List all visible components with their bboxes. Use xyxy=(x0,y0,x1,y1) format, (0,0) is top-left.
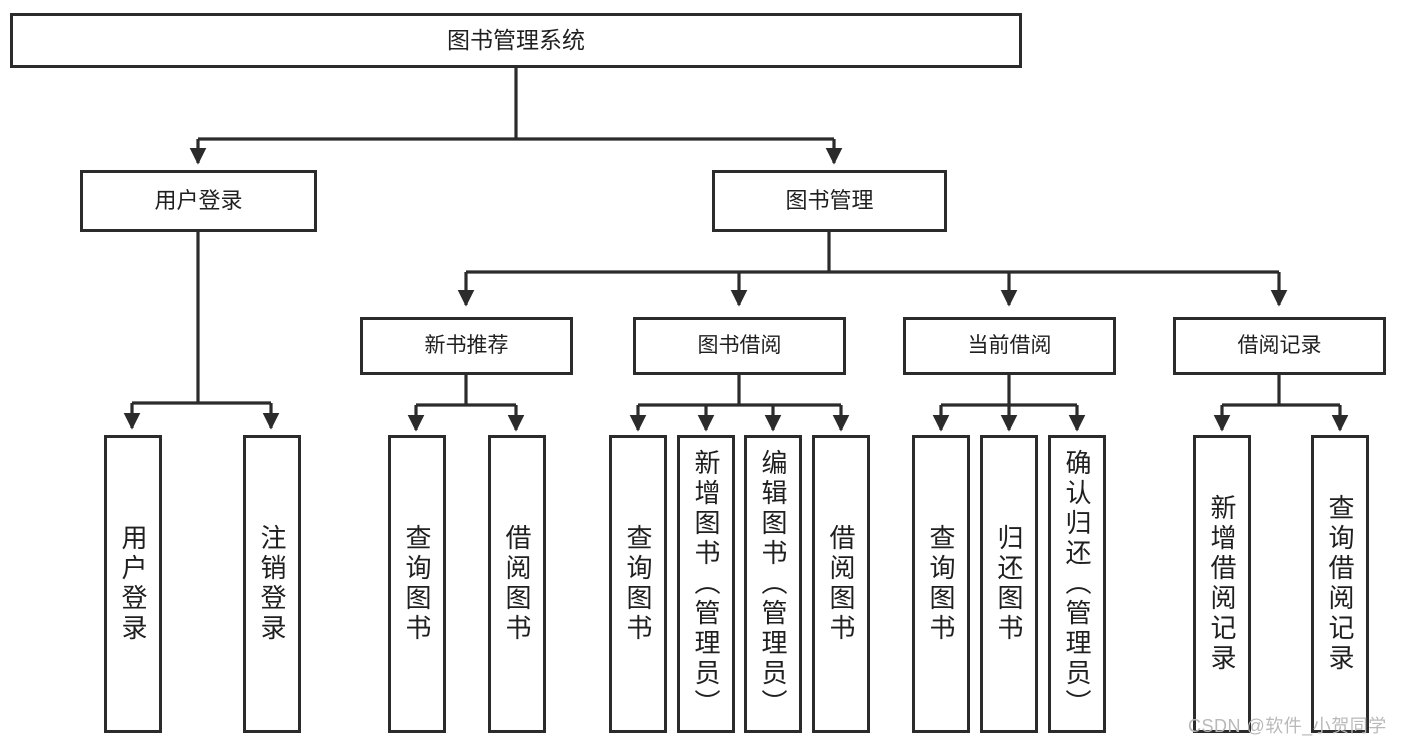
leaf-book-borrow-add[interactable]: 新增图书（管理员） xyxy=(677,435,735,733)
node-user-login[interactable]: 用户登录 xyxy=(80,170,317,232)
leaf-current-borrow-return[interactable]: 归还图书 xyxy=(980,435,1038,733)
leaf-book-borrow-borrow[interactable]: 借阅图书 xyxy=(812,435,870,733)
node-root-system[interactable]: 图书管理系统 xyxy=(10,13,1022,68)
node-book-management[interactable]: 图书管理 xyxy=(712,170,947,232)
node-label: 图书管理 xyxy=(785,188,874,214)
leaf-current-borrow-query[interactable]: 查询图书 xyxy=(912,435,970,733)
node-label: 新书推荐 xyxy=(424,333,509,357)
node-label: 注销登录 xyxy=(257,524,287,644)
csdn-watermark: CSDN @软件_小贺同学 xyxy=(1188,716,1387,736)
leaf-current-borrow-confirm-return[interactable]: 确认归还（管理员） xyxy=(1048,435,1106,733)
leaf-new-book-query[interactable]: 查询图书 xyxy=(388,435,446,733)
node-label: 用户登录 xyxy=(118,524,148,644)
leaf-borrow-record-add[interactable]: 新增借阅记录 xyxy=(1193,435,1251,733)
node-new-book-recommend[interactable]: 新书推荐 xyxy=(360,317,573,375)
leaf-book-borrow-edit[interactable]: 编辑图书（管理员） xyxy=(744,435,802,733)
node-label: 新增借阅记录 xyxy=(1207,494,1237,674)
node-label: 借阅图书 xyxy=(502,524,532,644)
node-borrow-record[interactable]: 借阅记录 xyxy=(1173,317,1386,375)
node-book-borrow[interactable]: 图书借阅 xyxy=(633,317,846,375)
node-label: 借阅图书 xyxy=(826,524,856,644)
node-label: 查询图书 xyxy=(623,524,653,644)
node-label: 归还图书 xyxy=(994,524,1024,644)
leaf-borrow-record-query[interactable]: 查询借阅记录 xyxy=(1311,435,1369,733)
leaf-user-login-logout[interactable]: 注销登录 xyxy=(243,435,301,733)
leaf-user-login-login[interactable]: 用户登录 xyxy=(104,435,162,733)
node-label: 查询图书 xyxy=(926,524,956,644)
node-label: 编辑图书（管理员） xyxy=(758,449,788,719)
node-label: 图书借阅 xyxy=(697,333,782,357)
node-label: 查询借阅记录 xyxy=(1325,494,1355,674)
node-label: 确认归还（管理员） xyxy=(1062,449,1092,719)
node-label: 用户登录 xyxy=(154,188,243,214)
leaf-book-borrow-query[interactable]: 查询图书 xyxy=(609,435,667,733)
node-label: 当前借阅 xyxy=(967,333,1052,357)
leaf-new-book-borrow[interactable]: 借阅图书 xyxy=(488,435,546,733)
node-current-borrow[interactable]: 当前借阅 xyxy=(903,317,1116,375)
node-label: 新增图书（管理员） xyxy=(691,449,721,719)
node-label: 借阅记录 xyxy=(1237,333,1322,357)
node-label: 查询图书 xyxy=(402,524,432,644)
node-label: 图书管理系统 xyxy=(447,27,585,54)
